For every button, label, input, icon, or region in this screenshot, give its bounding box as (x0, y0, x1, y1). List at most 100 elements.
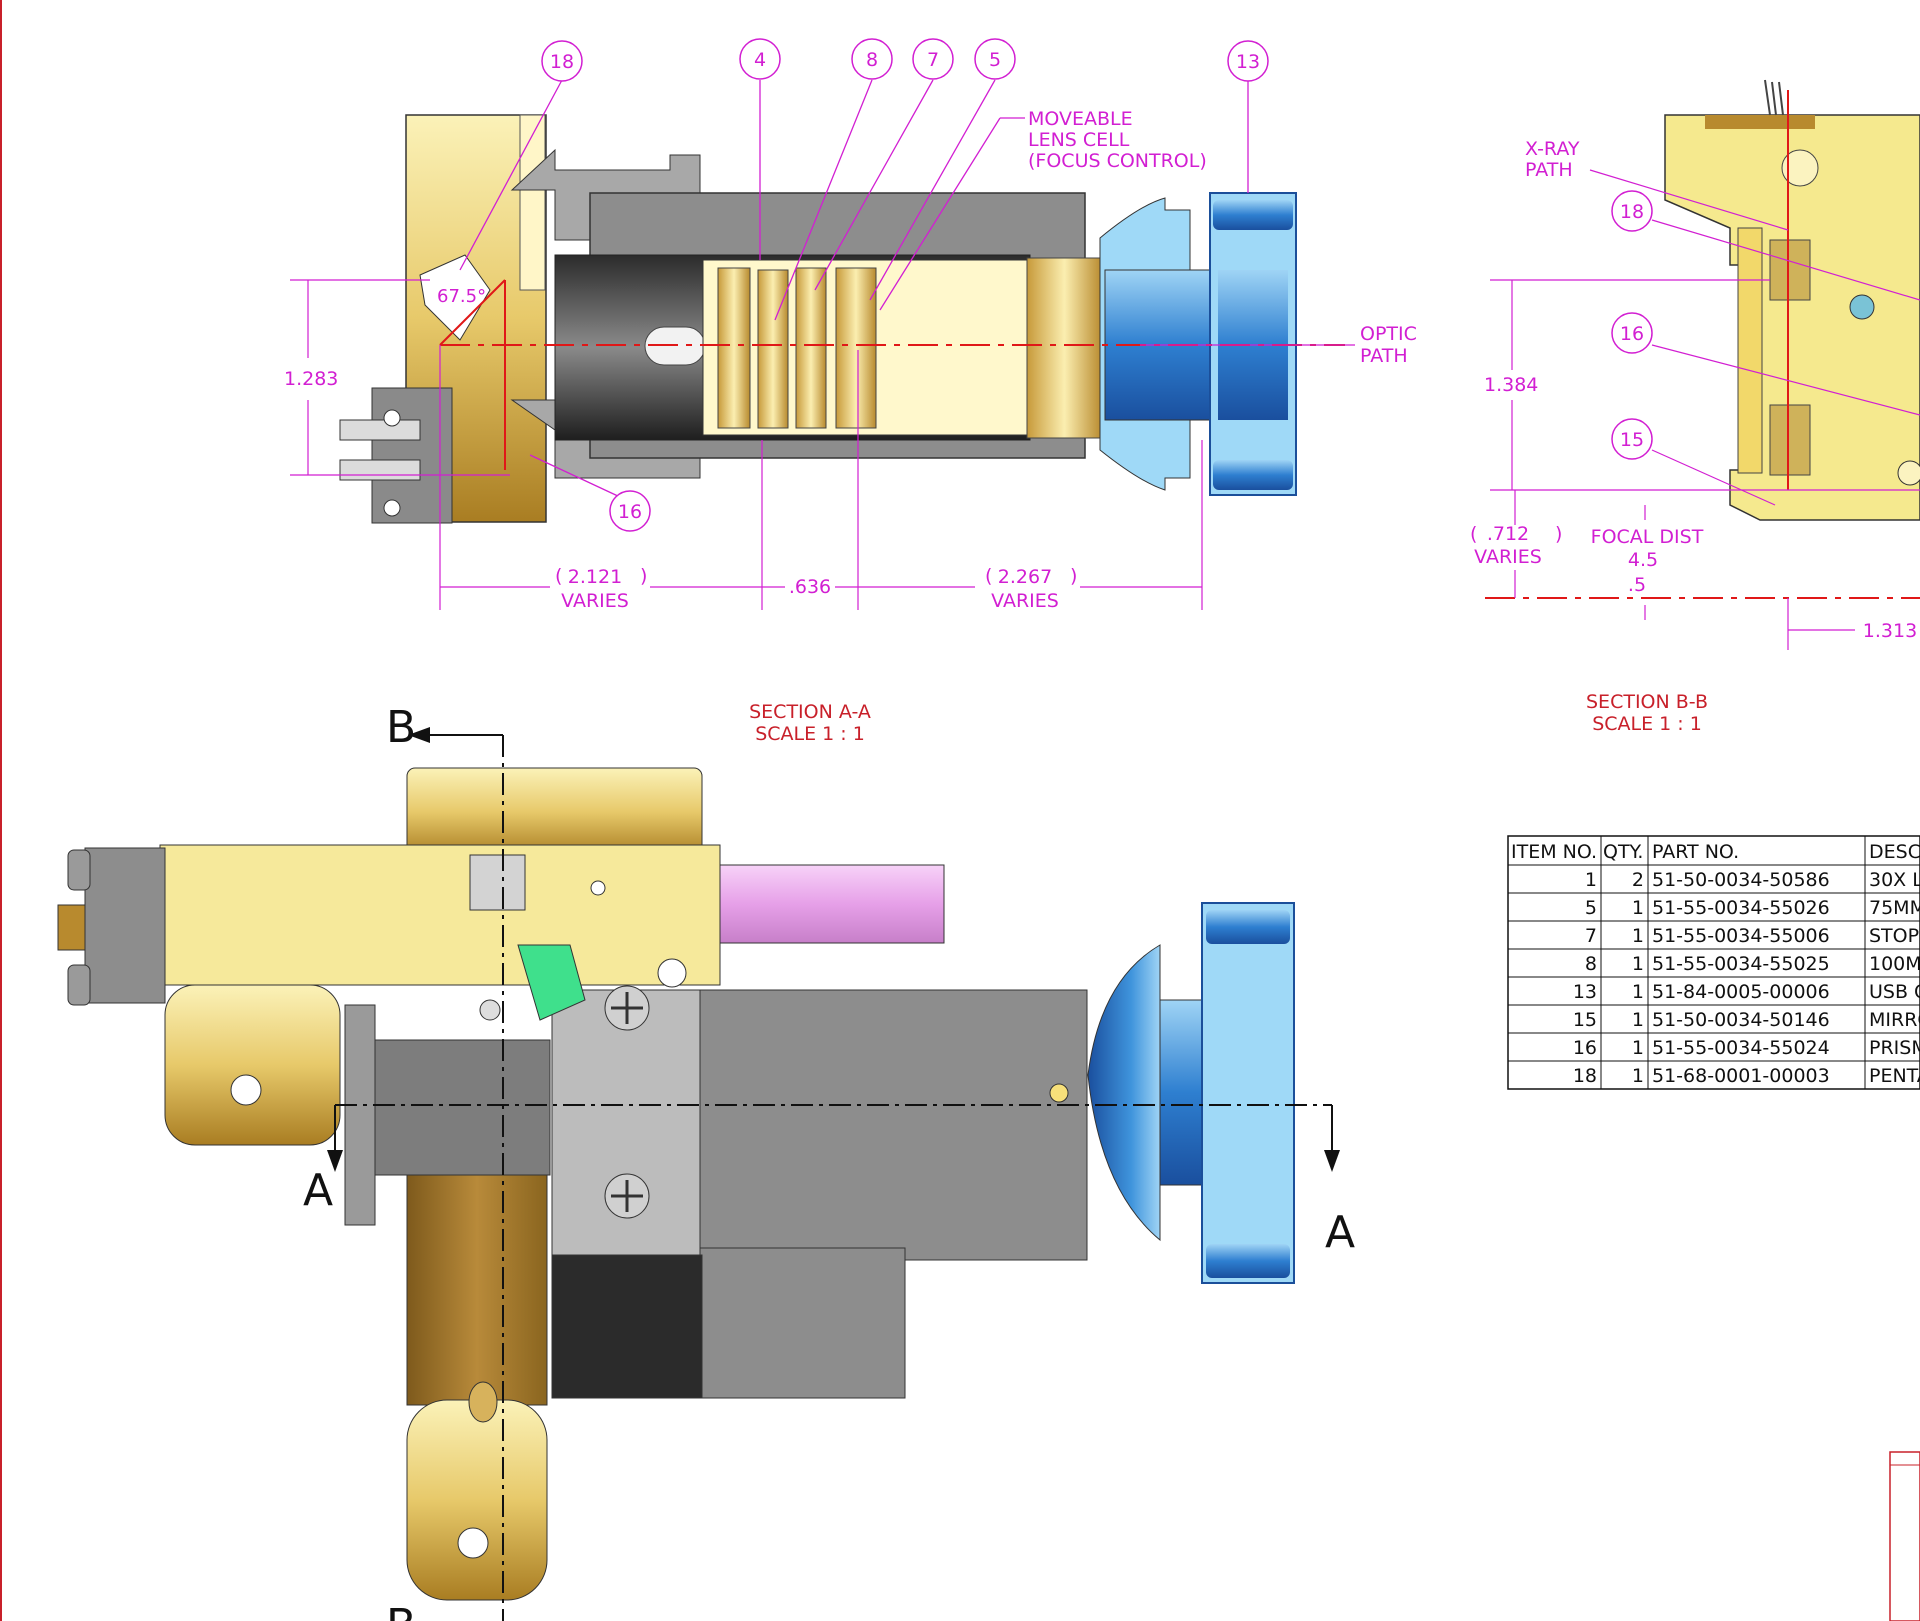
balloon-13-text: 13 (1236, 51, 1260, 73)
cam-top-band (1213, 200, 1293, 230)
balloon-18-text: 18 (550, 51, 574, 73)
dim-2267-varies: VARIES (991, 590, 1059, 612)
cross-screw-1-slot (611, 992, 643, 1024)
dimension-text-a-a: 1.283 ( 2.121 ) VARIES .636 ( 2.267 ) VA… (284, 368, 1077, 612)
bom-row-desc: MIRRO (1869, 1009, 1920, 1031)
bom-row-part: 51-55-0034-55026 (1652, 897, 1830, 919)
balloon-13 (1227, 40, 1269, 82)
bb-hole-3 (1897, 460, 1920, 486)
hole-1 (383, 409, 401, 427)
balloon-5-text: 5 (989, 49, 1001, 71)
section-markers: B A A B (303, 702, 1355, 1621)
bom-row-item: 16 (1573, 1037, 1597, 1059)
arm-pin (468, 1381, 498, 1423)
section-a-a-title: SECTION A-A (749, 701, 871, 723)
bb-top-plate (1705, 115, 1815, 129)
bom-grid (1508, 836, 1920, 1089)
dim-2121-varies: VARIES (561, 590, 629, 612)
arm-hole (457, 1527, 489, 1559)
brass-foot (164, 984, 341, 1146)
optic-path-line2: PATH (1360, 345, 1408, 367)
bb-balloon-16-text: 16 (1620, 323, 1644, 345)
lens-5 (795, 267, 827, 429)
bom-row-item: 8 (1585, 953, 1597, 975)
bom-row-qty: 1 (1632, 925, 1644, 947)
bom-row-desc: PENTA (1869, 1065, 1920, 1087)
bom-row-qty: 1 (1632, 981, 1644, 1003)
balloon-5 (974, 38, 1016, 80)
rear-collar (1026, 257, 1103, 439)
bom-row-item: 1 (1585, 869, 1597, 891)
balloon-16-text: 16 (618, 501, 642, 523)
section-a-a-scale: SCALE 1 : 1 (755, 723, 865, 745)
left-screw-2 (67, 964, 91, 1006)
balloon-16 (609, 490, 651, 532)
bom-row-qty: 2 (1632, 869, 1644, 891)
penta-prism-18 (419, 254, 491, 341)
bom-header-item: ITEM NO. (1511, 841, 1597, 863)
balloons-a-a: 18 4 8 7 5 13 16 (541, 38, 1269, 532)
optic-fold (439, 279, 506, 346)
balloon-8 (851, 38, 893, 80)
bb-balloon-15-text: 15 (1620, 429, 1644, 451)
optic-path-line1: OPTIC (1360, 323, 1417, 345)
bill-of-materials: ITEM NO. QTY. PART NO. DESC 1 2 51-50-00… (1507, 835, 1920, 1090)
green-prism (517, 944, 586, 1021)
brass-body (159, 844, 721, 986)
dark-lower-block (551, 1254, 703, 1399)
bom-row-qty: 1 (1632, 1009, 1644, 1031)
marker-a-right: A (1325, 1207, 1355, 1258)
title-block-frame (1889, 1451, 1920, 1621)
lens-8 (717, 267, 751, 429)
bom-row-part: 51-55-0034-55024 (1652, 1037, 1830, 1059)
arrow-a-right-head (1324, 1150, 1340, 1172)
xray-path-line2: PATH (1525, 159, 1573, 181)
dim-2121-paren-close: ) (640, 565, 647, 587)
bom-row-qty: 1 (1632, 897, 1644, 919)
clamp-block (371, 387, 453, 524)
balloon-7 (912, 38, 954, 80)
bb-balloon-15 (1611, 418, 1653, 460)
plan-usb-camera (1201, 902, 1295, 1284)
bom-row-desc: 30X L (1869, 869, 1920, 891)
bb-wires (1764, 79, 1784, 116)
prism-holder (469, 854, 526, 911)
bom-frame (1507, 835, 1920, 1090)
top-brass-block (406, 767, 703, 857)
left-cap (84, 847, 166, 1004)
cross-screw-2-slot (611, 1180, 643, 1212)
bom-row-item: 15 (1573, 1009, 1597, 1031)
bb-block-1 (1769, 239, 1811, 301)
pink-rod (689, 864, 945, 944)
dimension-lines-a-a (290, 279, 1203, 610)
moveable-note-line3: (FOCUS CONTROL) (1028, 150, 1207, 172)
grey-lower-step (699, 1247, 906, 1399)
balloon-4-text: 4 (754, 49, 766, 71)
bb-balloon-18-text: 18 (1620, 201, 1644, 223)
bom-header-qty: QTY. (1603, 841, 1643, 863)
dim-712-paren-close: ) (1555, 523, 1562, 545)
bom-row-part: 51-84-0005-00006 (1652, 981, 1830, 1003)
dim-712: .712 (1487, 523, 1529, 545)
dim-1283: 1.283 (284, 368, 338, 390)
left-knob (57, 904, 86, 951)
focal-dist-label: FOCAL DIST (1591, 526, 1704, 548)
dim-636: .636 (789, 576, 831, 598)
balloon-4 (739, 38, 781, 80)
plan-eyepiece-cup (1087, 944, 1161, 1242)
marker-b-bottom: B (386, 1600, 416, 1621)
bom-row-qty: 1 (1632, 1065, 1644, 1087)
foot-hole (230, 1074, 262, 1106)
dim-2121: 2.121 (568, 566, 622, 588)
plan-cam-band-bottom (1206, 1244, 1290, 1278)
small-screw (479, 999, 501, 1021)
arrow-b-head (408, 727, 430, 743)
dimension-lines-b-b (1490, 169, 1920, 650)
plan-hole-2 (657, 958, 687, 988)
balloon-7-text: 7 (927, 49, 939, 71)
moveable-note-line2: LENS CELL (1028, 129, 1130, 151)
arrow-a-left-head (327, 1150, 343, 1172)
lens-5b (835, 267, 877, 429)
bb-hole-2 (1849, 294, 1875, 320)
